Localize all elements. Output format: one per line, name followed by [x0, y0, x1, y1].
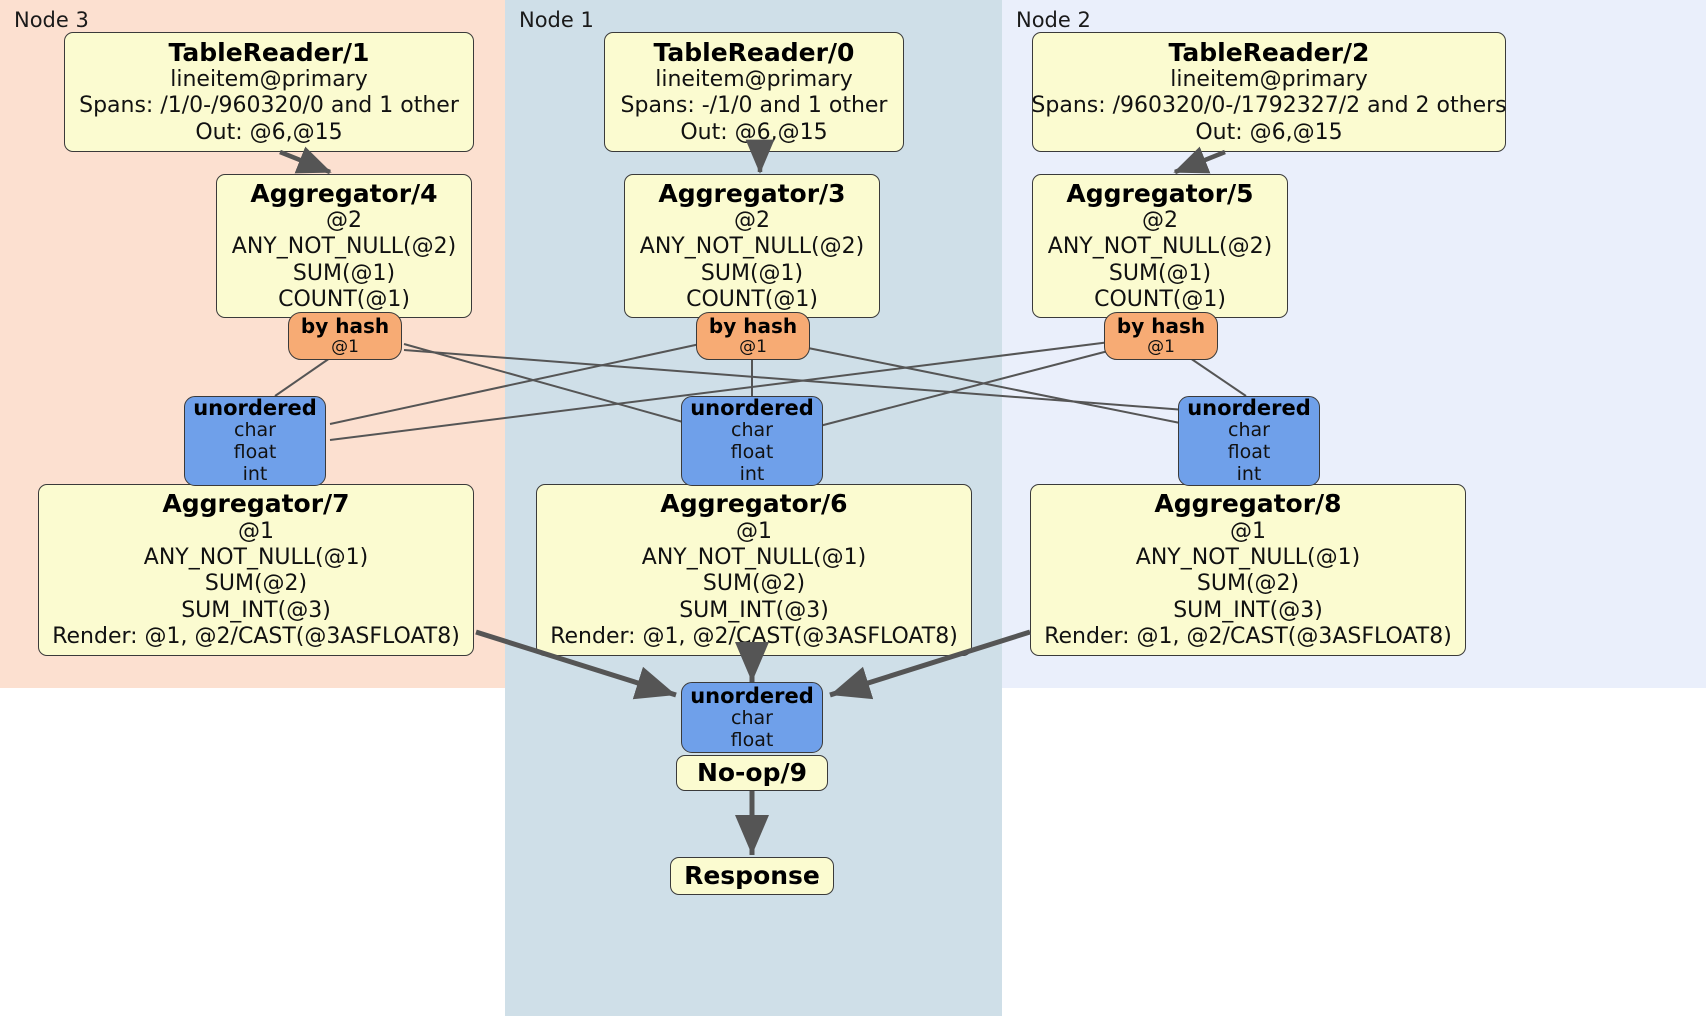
aggregator-4-box[interactable]: Aggregator/4 @2 ANY_NOT_NULL(@2) SUM(@1)… — [216, 174, 472, 318]
router-node3-title: by hash — [300, 314, 390, 339]
response-box[interactable]: Response — [670, 857, 834, 895]
aggregator-6-agg-1: SUM(@2) — [702, 571, 806, 597]
aggregator-6-agg-2: SUM_INT(@3) — [679, 597, 829, 623]
aggregator-6-title: Aggregator/6 — [660, 489, 848, 519]
sync-node2-title: unordered — [1187, 396, 1311, 421]
aggregator-3-box[interactable]: Aggregator/3 @2 ANY_NOT_NULL(@2) SUM(@1)… — [624, 174, 880, 318]
router-node1-by-hash[interactable]: by hash @1 — [696, 312, 810, 360]
sync-node1-type-1: float — [730, 441, 774, 464]
tablereader-2-box[interactable]: TableReader/2 lineitem@primary Spans: /9… — [1031, 32, 1507, 152]
aggregator-7-render: Render: @1, @2/CAST(@3ASFLOAT8) — [52, 624, 460, 650]
sync-node3-type-2: int — [242, 463, 268, 485]
tablereader-0-spans: Spans: -/1/0 and 1 other — [620, 93, 888, 119]
tablereader-2-table: lineitem@primary — [1170, 67, 1368, 93]
sync-node1-type-2: int — [739, 463, 765, 485]
tablereader-1-spans: Spans: /1/0-/960320/0 and 1 other — [79, 93, 459, 119]
router-node3-by-hash[interactable]: by hash @1 — [288, 312, 402, 360]
aggregator-5-agg-2: COUNT(@1) — [1094, 287, 1226, 313]
tablereader-1-out: Out: @6,@15 — [195, 119, 343, 145]
aggregator-7-box[interactable]: Aggregator/7 @1 ANY_NOT_NULL(@1) SUM(@2)… — [38, 484, 474, 656]
aggregator-7-agg-0: ANY_NOT_NULL(@1) — [143, 545, 369, 571]
sync-node3-type-0: char — [234, 419, 276, 442]
aggregator-5-group: @2 — [1142, 207, 1178, 233]
aggregator-6-agg-0: ANY_NOT_NULL(@1) — [641, 545, 867, 571]
node-panel-label-node2: Node 2 — [1016, 8, 1091, 32]
sync-final-type-1: float — [730, 728, 774, 751]
aggregator-6-group: @1 — [736, 518, 772, 544]
sync-node2-type-0: char — [1228, 419, 1270, 442]
aggregator-4-agg-2: COUNT(@1) — [278, 287, 410, 313]
sync-node3-type-1: float — [233, 441, 277, 464]
aggregator-5-agg-1: SUM(@1) — [1108, 260, 1212, 286]
node-panel-label-node1: Node 1 — [519, 8, 594, 32]
aggregator-4-title: Aggregator/4 — [250, 178, 438, 208]
aggregator-3-agg-2: COUNT(@1) — [686, 287, 818, 313]
tablereader-2-spans: Spans: /960320/0-/1792327/2 and 2 others — [1031, 93, 1507, 119]
aggregator-6-box[interactable]: Aggregator/6 @1 ANY_NOT_NULL(@1) SUM(@2)… — [536, 484, 972, 656]
aggregator-8-group: @1 — [1230, 518, 1266, 544]
aggregator-4-agg-0: ANY_NOT_NULL(@2) — [231, 234, 457, 260]
aggregator-3-agg-1: SUM(@1) — [700, 260, 804, 286]
aggregator-7-title: Aggregator/7 — [162, 489, 350, 519]
aggregator-5-title: Aggregator/5 — [1066, 178, 1254, 208]
node-panel-label-node3: Node 3 — [14, 8, 89, 32]
tablereader-0-out: Out: @6,@15 — [680, 119, 828, 145]
response-title: Response — [684, 861, 820, 891]
aggregator-8-agg-1: SUM(@2) — [1196, 571, 1300, 597]
sync-final-title: unordered — [690, 683, 814, 708]
sync-node2-type-2: int — [1236, 463, 1262, 485]
sync-node1-unordered[interactable]: unordered char float int — [681, 396, 823, 486]
router-node1-detail: @1 — [739, 336, 767, 357]
aggregator-7-agg-1: SUM(@2) — [204, 571, 308, 597]
aggregator-4-group: @2 — [326, 207, 362, 233]
aggregator-8-box[interactable]: Aggregator/8 @1 ANY_NOT_NULL(@1) SUM(@2)… — [1030, 484, 1466, 656]
tablereader-0-table: lineitem@primary — [655, 67, 853, 93]
noop-9-title: No-op/9 — [696, 758, 808, 788]
sync-node1-type-0: char — [731, 419, 773, 442]
router-node2-by-hash[interactable]: by hash @1 — [1104, 312, 1218, 360]
tablereader-1-table: lineitem@primary — [170, 67, 368, 93]
aggregator-4-agg-1: SUM(@1) — [292, 260, 396, 286]
aggregator-8-agg-0: ANY_NOT_NULL(@1) — [1135, 545, 1361, 571]
sync-final-unordered[interactable]: unordered char float — [681, 682, 823, 753]
sync-node2-type-1: float — [1227, 441, 1271, 464]
aggregator-5-agg-0: ANY_NOT_NULL(@2) — [1047, 234, 1273, 260]
tablereader-1-box[interactable]: TableReader/1 lineitem@primary Spans: /1… — [64, 32, 474, 152]
aggregator-3-agg-0: ANY_NOT_NULL(@2) — [639, 234, 865, 260]
tablereader-0-title: TableReader/0 — [653, 37, 855, 67]
sync-node3-unordered[interactable]: unordered char float int — [184, 396, 326, 486]
sync-node1-title: unordered — [690, 396, 814, 421]
tablereader-1-title: TableReader/1 — [168, 37, 370, 67]
noop-9-box[interactable]: No-op/9 — [676, 755, 828, 791]
aggregator-8-agg-2: SUM_INT(@3) — [1173, 597, 1323, 623]
router-node1-title: by hash — [708, 314, 798, 339]
aggregator-7-agg-2: SUM_INT(@3) — [181, 597, 331, 623]
aggregator-5-box[interactable]: Aggregator/5 @2 ANY_NOT_NULL(@2) SUM(@1)… — [1032, 174, 1288, 318]
router-node2-title: by hash — [1116, 314, 1206, 339]
sync-node2-unordered[interactable]: unordered char float int — [1178, 396, 1320, 486]
aggregator-8-title: Aggregator/8 — [1154, 489, 1342, 519]
tablereader-2-out: Out: @6,@15 — [1195, 119, 1343, 145]
aggregator-7-group: @1 — [238, 518, 274, 544]
aggregator-6-render: Render: @1, @2/CAST(@3ASFLOAT8) — [550, 624, 958, 650]
tablereader-0-box[interactable]: TableReader/0 lineitem@primary Spans: -/… — [604, 32, 904, 152]
sync-node3-title: unordered — [193, 396, 317, 421]
router-node2-detail: @1 — [1147, 336, 1175, 357]
sync-final-type-0: char — [731, 706, 773, 729]
tablereader-2-title: TableReader/2 — [1168, 37, 1370, 67]
aggregator-3-title: Aggregator/3 — [658, 178, 846, 208]
aggregator-3-group: @2 — [734, 207, 770, 233]
router-node3-detail: @1 — [331, 336, 359, 357]
aggregator-8-render: Render: @1, @2/CAST(@3ASFLOAT8) — [1044, 624, 1452, 650]
